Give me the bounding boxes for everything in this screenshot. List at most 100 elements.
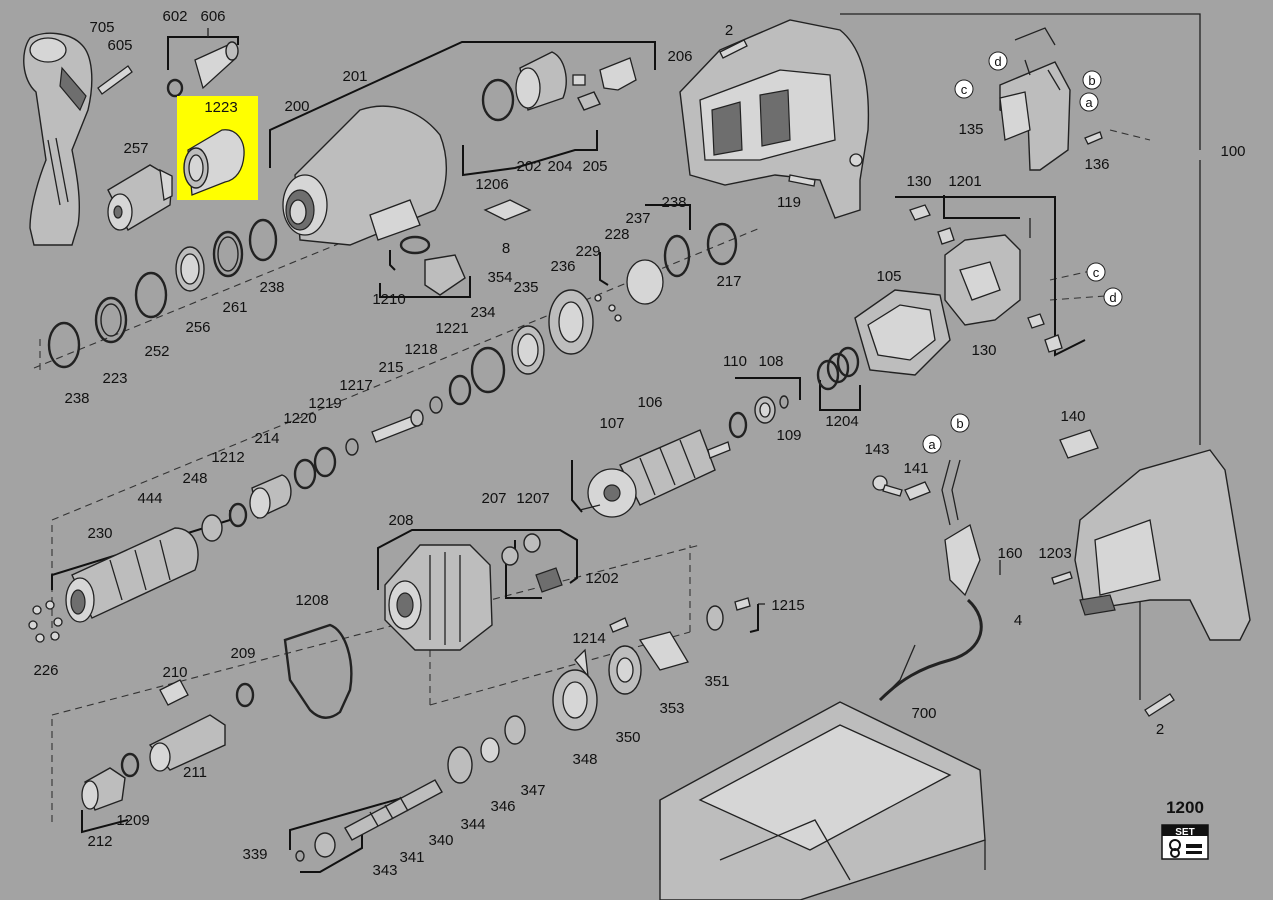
- part-label: 344: [460, 816, 485, 833]
- part-label: 108: [758, 353, 783, 370]
- switch-135: [999, 27, 1103, 171]
- ring-set-upper: [47, 218, 278, 369]
- wire-marker-c-top-label: c: [961, 82, 968, 97]
- part-label: 237: [625, 210, 650, 227]
- part-label: 1201: [948, 173, 981, 190]
- screw-2-bottom: [1144, 693, 1175, 717]
- part-label: 234: [470, 304, 495, 321]
- stator-105: [854, 289, 951, 376]
- part-label: 1209: [116, 812, 149, 829]
- part-label: 4: [1014, 612, 1022, 629]
- part-label: 140: [1060, 408, 1085, 425]
- gears-348-350: [552, 645, 642, 731]
- intermediate-flange-208: [384, 533, 563, 651]
- part-label: 1219: [308, 395, 341, 412]
- part-label: 1215: [771, 597, 804, 614]
- part-label: 353: [659, 700, 684, 717]
- part-label: 1203: [1038, 545, 1071, 562]
- part-label: 1204: [825, 413, 858, 430]
- piston-pin-215: [293, 374, 472, 490]
- part-labels: 705 605 602 606 1223 257 200 201 206 120…: [33, 8, 1245, 879]
- screw-2-top: [719, 39, 748, 59]
- part-label: 229: [575, 243, 600, 260]
- sleeve-602-606: [166, 41, 239, 98]
- part-label: 605: [107, 37, 132, 54]
- part-label: 119: [777, 194, 801, 211]
- screws-141-143: [872, 475, 931, 501]
- part-label: 212: [87, 833, 112, 850]
- part-label: 211: [183, 764, 207, 781]
- part-label: 230: [87, 525, 112, 542]
- wire-marker-c-mid-label: c: [1093, 265, 1100, 280]
- part-label: 1218: [404, 341, 437, 358]
- wire-marker-d-top: [988, 51, 1008, 71]
- part-label: 1217: [339, 377, 372, 394]
- plate-8: [483, 199, 532, 221]
- part-label: 1221: [435, 320, 468, 337]
- part-label: 209: [230, 645, 255, 662]
- wire-marker-d-mid-label: d: [1109, 290, 1116, 305]
- part-label: 228: [604, 226, 629, 243]
- cable-clamp-140: [1059, 429, 1099, 459]
- part-label: 204: [547, 158, 572, 175]
- wire-marker-a-cable: [922, 434, 942, 454]
- locking-ring-1223: [183, 129, 245, 196]
- piston-cylinder-230: [65, 527, 199, 623]
- part-label: 106: [637, 394, 662, 411]
- part-label: 207: [481, 490, 506, 507]
- part-label: 350: [615, 729, 640, 746]
- part-label: 100: [1220, 143, 1245, 160]
- side-handle-705: [23, 32, 93, 246]
- part-label: 444: [137, 490, 162, 507]
- part-label: 206: [667, 48, 692, 65]
- part-label: 1223: [204, 99, 237, 116]
- gear-train-235-236: [470, 222, 738, 394]
- part-label: 256: [185, 319, 210, 336]
- part-label: 105: [876, 268, 901, 285]
- wire-marker-b-cable-label: b: [956, 416, 963, 431]
- part-label: 110: [723, 353, 747, 370]
- front-sleeve-206: [481, 51, 637, 122]
- wire-marker-c-top: [954, 79, 974, 99]
- part-label: 217: [716, 273, 741, 290]
- switch-knob-354: [399, 235, 466, 296]
- part-label: 1214: [572, 630, 605, 647]
- part-label: 1207: [516, 490, 549, 507]
- part-label: 8: [502, 240, 510, 257]
- wire-markers: a b c d c d a b: [922, 51, 1123, 454]
- part-label: 341: [399, 849, 424, 866]
- spindle-assembly: [295, 715, 526, 862]
- part-label: 238: [64, 390, 89, 407]
- part-label: 130: [906, 173, 931, 190]
- screw-605: [97, 65, 133, 95]
- part-label: 602: [162, 8, 187, 25]
- part-label: 109: [776, 427, 801, 444]
- part-label: 141: [903, 460, 928, 477]
- part-label: 235: [513, 279, 538, 296]
- part-label: 343: [372, 862, 397, 879]
- balls-226: [28, 600, 63, 643]
- handle-housing-1203: [1051, 449, 1251, 641]
- part-label: 705: [89, 19, 114, 36]
- part-label: 1202: [585, 570, 618, 587]
- part-label: 347: [520, 782, 545, 799]
- part-label: 160: [997, 545, 1022, 562]
- set-icon-label: SET: [1175, 827, 1194, 838]
- part-label: 215: [378, 359, 403, 376]
- part-label: 107: [599, 415, 624, 432]
- motor-housing-100: [679, 19, 870, 219]
- part-label: 700: [911, 705, 936, 722]
- part-label: 339: [242, 846, 267, 863]
- wire-marker-b-top: [1082, 70, 1102, 90]
- part-label: 135: [958, 121, 983, 138]
- part-label: 1210: [372, 291, 405, 308]
- part-label: 226: [33, 662, 58, 679]
- part-label: 348: [572, 751, 597, 768]
- part-label: 208: [388, 512, 413, 529]
- part-label: 1212: [211, 449, 244, 466]
- bearing-351-353: [609, 597, 751, 671]
- drill-chuck-257: [107, 164, 173, 231]
- wire-marker-a-top-label: a: [1085, 95, 1093, 110]
- part-label: 223: [102, 370, 127, 387]
- wire-marker-d-mid: [1103, 287, 1123, 307]
